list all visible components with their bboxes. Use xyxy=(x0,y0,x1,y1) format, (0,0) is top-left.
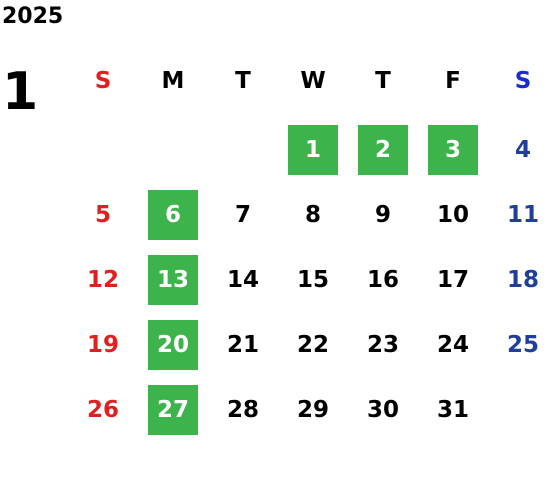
day-cell[interactable]: 14 xyxy=(226,267,259,293)
day-cell[interactable]: 21 xyxy=(226,332,259,358)
day-cell[interactable]: 18 xyxy=(506,267,539,293)
day-cell[interactable]: 30 xyxy=(366,397,399,423)
month-label: 1 xyxy=(2,62,39,122)
day-cell[interactable]: 15 xyxy=(296,267,329,293)
day-cell[interactable]: 22 xyxy=(296,332,329,358)
day-cell[interactable]: 2 xyxy=(358,125,408,175)
day-cell[interactable]: 28 xyxy=(226,397,259,423)
day-cell[interactable]: 16 xyxy=(366,267,399,293)
day-cell[interactable]: 7 xyxy=(234,202,251,228)
day-cell[interactable]: 11 xyxy=(506,202,539,228)
day-cell[interactable]: 12 xyxy=(86,267,119,293)
day-cell[interactable]: 9 xyxy=(374,202,391,228)
day-cell[interactable]: 10 xyxy=(436,202,469,228)
day-cell[interactable]: 25 xyxy=(506,332,539,358)
weekday-header: S xyxy=(94,68,112,94)
day-cell[interactable]: 29 xyxy=(296,397,329,423)
weekday-header: W xyxy=(300,68,326,94)
day-cell[interactable]: 17 xyxy=(436,267,469,293)
day-cell[interactable]: 6 xyxy=(148,190,198,240)
day-cell[interactable]: 5 xyxy=(94,202,111,228)
day-cell[interactable]: 4 xyxy=(514,137,531,163)
weekday-header: S xyxy=(514,68,532,94)
day-cell[interactable]: 23 xyxy=(366,332,399,358)
day-cell[interactable]: 31 xyxy=(436,397,469,423)
day-cell[interactable]: 8 xyxy=(304,202,321,228)
day-cell[interactable]: 26 xyxy=(86,397,119,423)
day-cell[interactable]: 20 xyxy=(148,320,198,370)
day-cell[interactable]: 19 xyxy=(86,332,119,358)
day-cell[interactable]: 13 xyxy=(148,255,198,305)
weekday-header: F xyxy=(445,68,461,94)
day-cell[interactable]: 3 xyxy=(428,125,478,175)
year-label: 2025 xyxy=(2,4,64,29)
weekday-header: T xyxy=(375,68,391,94)
day-cell[interactable]: 24 xyxy=(436,332,469,358)
day-cell[interactable]: 27 xyxy=(148,385,198,435)
weekday-header: T xyxy=(235,68,251,94)
day-cell[interactable]: 1 xyxy=(288,125,338,175)
weekday-header: M xyxy=(161,68,185,94)
